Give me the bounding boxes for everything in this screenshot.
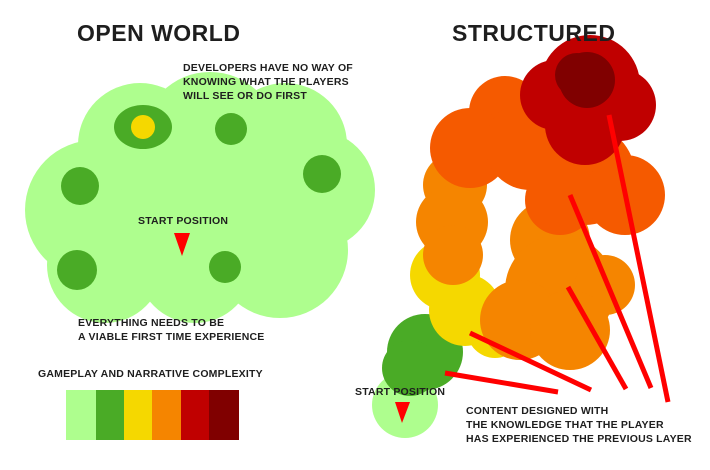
open-world-area (25, 72, 375, 323)
swatch-level-0 (66, 390, 96, 440)
note-line: KNOWING WHAT THE PLAYERS (183, 76, 349, 88)
open-world-content-spots (57, 105, 341, 290)
swatch-level-5 (209, 390, 239, 440)
open-world-note-bottom: EVERYTHING NEEDS TO BE A VIABLE FIRST TI… (78, 316, 264, 344)
legend-title: GAMEPLAY AND NARRATIVE COMPLEXITY (38, 368, 263, 380)
swatch-level-3 (152, 390, 181, 440)
note-line: A VIABLE FIRST TIME EXPERIENCE (78, 331, 265, 343)
open-world-start-marker (174, 233, 190, 256)
note-line: THE KNOWLEDGE THAT THE PLAYER (466, 419, 664, 431)
complexity-legend-swatches (66, 390, 239, 440)
structured-title: STRUCTURED (452, 20, 616, 46)
note-line: HAS EXPERIENCED THE PREVIOUS LAYER (466, 433, 692, 445)
swatch-level-1 (96, 390, 124, 440)
structured-layer-3 (416, 153, 635, 370)
pointer-lines (444, 114, 671, 403)
note-line: EVERYTHING NEEDS TO BE (78, 317, 225, 329)
open-world-note-top: DEVELOPERS HAVE NO WAY OF KNOWING WHAT T… (183, 61, 353, 103)
open-world-start-label: START POSITION (138, 215, 229, 227)
structured-layer-5 (555, 52, 615, 108)
structured-note: CONTENT DESIGNED WITH THE KNOWLEDGE THAT… (466, 404, 692, 446)
swatch-level-2 (124, 390, 152, 440)
open-world-title: OPEN WORLD (77, 20, 241, 46)
structured-start-marker (395, 402, 410, 423)
open-world-complex-spot (131, 115, 155, 139)
swatch-level-4 (181, 390, 209, 440)
note-line: CONTENT DESIGNED WITH (466, 405, 609, 417)
structured-start-label: START POSITION (355, 386, 446, 398)
note-line: DEVELOPERS HAVE NO WAY OF (183, 62, 353, 74)
note-line: WILL SEE OR DO FIRST (183, 90, 307, 102)
